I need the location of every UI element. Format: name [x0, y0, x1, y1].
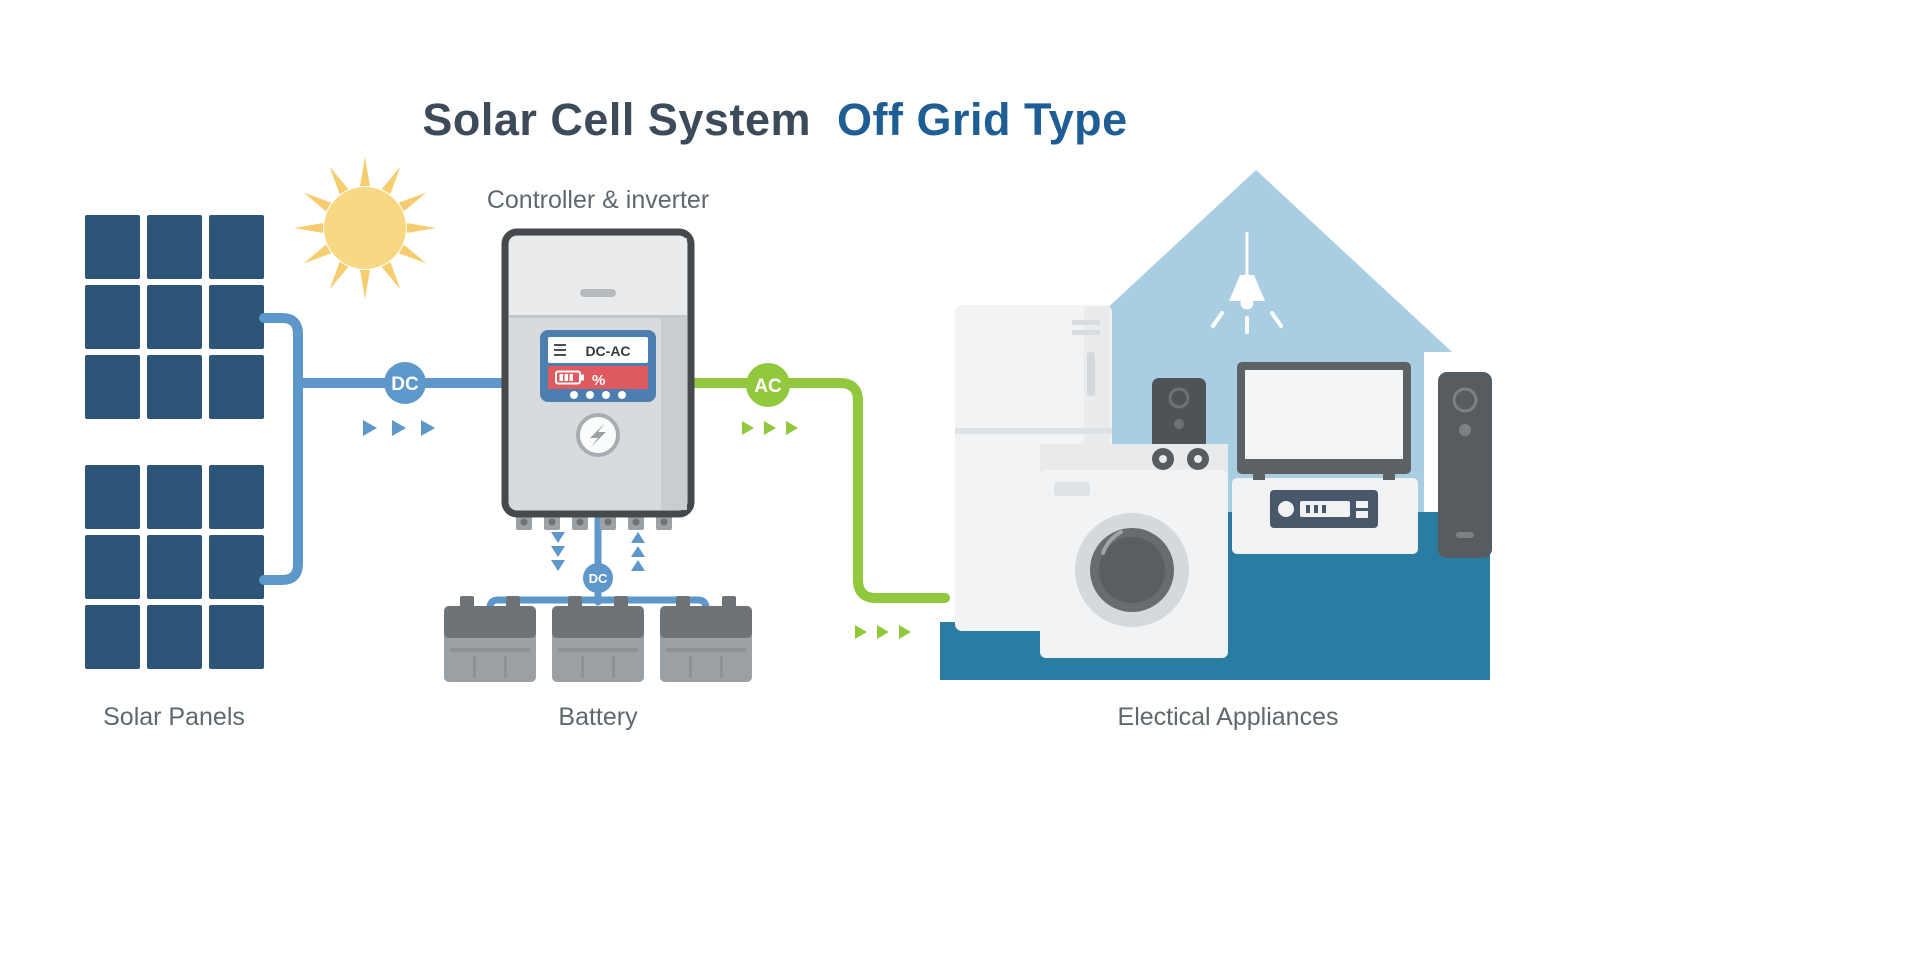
lamp-icon — [1211, 232, 1283, 334]
flow-arrow-icon — [877, 625, 889, 639]
sun-icon — [294, 157, 436, 299]
solar-panel-top — [85, 215, 264, 419]
panel-cell — [147, 285, 202, 349]
tv-icon — [1237, 362, 1411, 480]
flow-arrow-icon — [742, 421, 754, 435]
panel-cell — [209, 465, 264, 529]
solar-panel-array — [85, 215, 264, 669]
panel-cell — [209, 285, 264, 349]
tv-screen — [1245, 370, 1403, 459]
flow-arrow-icon — [764, 421, 776, 435]
panel-cell — [85, 605, 140, 669]
av-receiver-icon — [1270, 490, 1378, 528]
dc-label-badge: DC — [384, 362, 426, 404]
ac-flow-arrows — [742, 421, 798, 435]
display-mode-text: DC-AC — [585, 343, 630, 359]
controller-display: DC-AC % — [540, 330, 656, 402]
flow-arrow-icon — [631, 532, 645, 543]
panel-cell — [209, 605, 264, 669]
battery-cell — [444, 596, 536, 682]
sun-disc — [324, 187, 406, 269]
flow-arrow-icon — [786, 421, 798, 435]
solar-panel-bottom — [85, 465, 264, 669]
panel-cell — [85, 285, 140, 349]
panel-cell — [209, 215, 264, 279]
panel-cell — [85, 465, 140, 529]
battery-cell — [660, 596, 752, 682]
battery-label: Battery — [558, 703, 638, 731]
flow-arrow-icon — [551, 532, 565, 543]
appliances-label: Electical Appliances — [1117, 703, 1339, 731]
battery-wire — [486, 510, 710, 614]
flow-arrow-icon — [392, 420, 406, 436]
ac-label-badge: AC — [746, 363, 790, 407]
flow-arrow-icon — [631, 560, 645, 571]
ac-flow-arrows-lower — [855, 625, 911, 639]
panel-cell — [147, 355, 202, 419]
controller-vent — [580, 289, 616, 297]
terminal-lugs — [516, 514, 672, 530]
flow-arrow-icon — [631, 546, 645, 557]
ac-badge-text: AC — [754, 376, 782, 397]
flow-arrow-icon — [899, 625, 911, 639]
ac-wire — [686, 378, 950, 603]
panel-cell — [147, 215, 202, 279]
panel-cell — [209, 355, 264, 419]
panel-cell — [85, 215, 140, 279]
flow-arrow-icon — [855, 625, 867, 639]
panel-cell — [85, 355, 140, 419]
panel-cell — [85, 535, 140, 599]
speaker-icon — [1152, 378, 1206, 450]
battery-level-icon — [555, 370, 584, 385]
controller-unit: DC-AC % — [501, 228, 695, 530]
dc-badge-text: DC — [391, 374, 419, 395]
dc-battery-badge: DC — [583, 563, 613, 593]
display-dots — [570, 391, 626, 399]
flow-arrow-icon — [551, 546, 565, 557]
solar-panels-label: Solar Panels — [103, 703, 245, 731]
dc-battery-badge-text: DC — [589, 571, 608, 586]
menu-icon — [554, 344, 566, 356]
roof — [1060, 170, 1452, 352]
title-part-dark: Solar Cell System — [422, 94, 811, 146]
lightning-logo-icon — [576, 413, 620, 457]
panel-cell — [147, 465, 202, 529]
panel-cell — [209, 535, 264, 599]
battery-bank — [444, 596, 752, 682]
title-part-blue: Off Grid Type — [837, 94, 1128, 146]
tv-cabinet — [1232, 478, 1418, 554]
page-title: Solar Cell System Off Grid Type — [0, 94, 1550, 146]
house — [940, 170, 1492, 680]
controller-label: Controller & inverter — [486, 186, 710, 214]
panel-cell — [147, 535, 202, 599]
battery-flow-arrows — [551, 532, 645, 571]
tower-speaker-icon — [1438, 372, 1492, 558]
display-percent-text: % — [592, 372, 605, 389]
dc-wire — [259, 313, 510, 585]
flow-arrow-icon — [363, 420, 377, 436]
panel-cell — [147, 605, 202, 669]
washing-machine-icon — [1040, 444, 1228, 658]
flow-arrow-icon — [551, 560, 565, 571]
battery-cell — [552, 596, 644, 682]
flow-arrow-icon — [421, 420, 435, 436]
dc-flow-arrows — [363, 420, 435, 436]
